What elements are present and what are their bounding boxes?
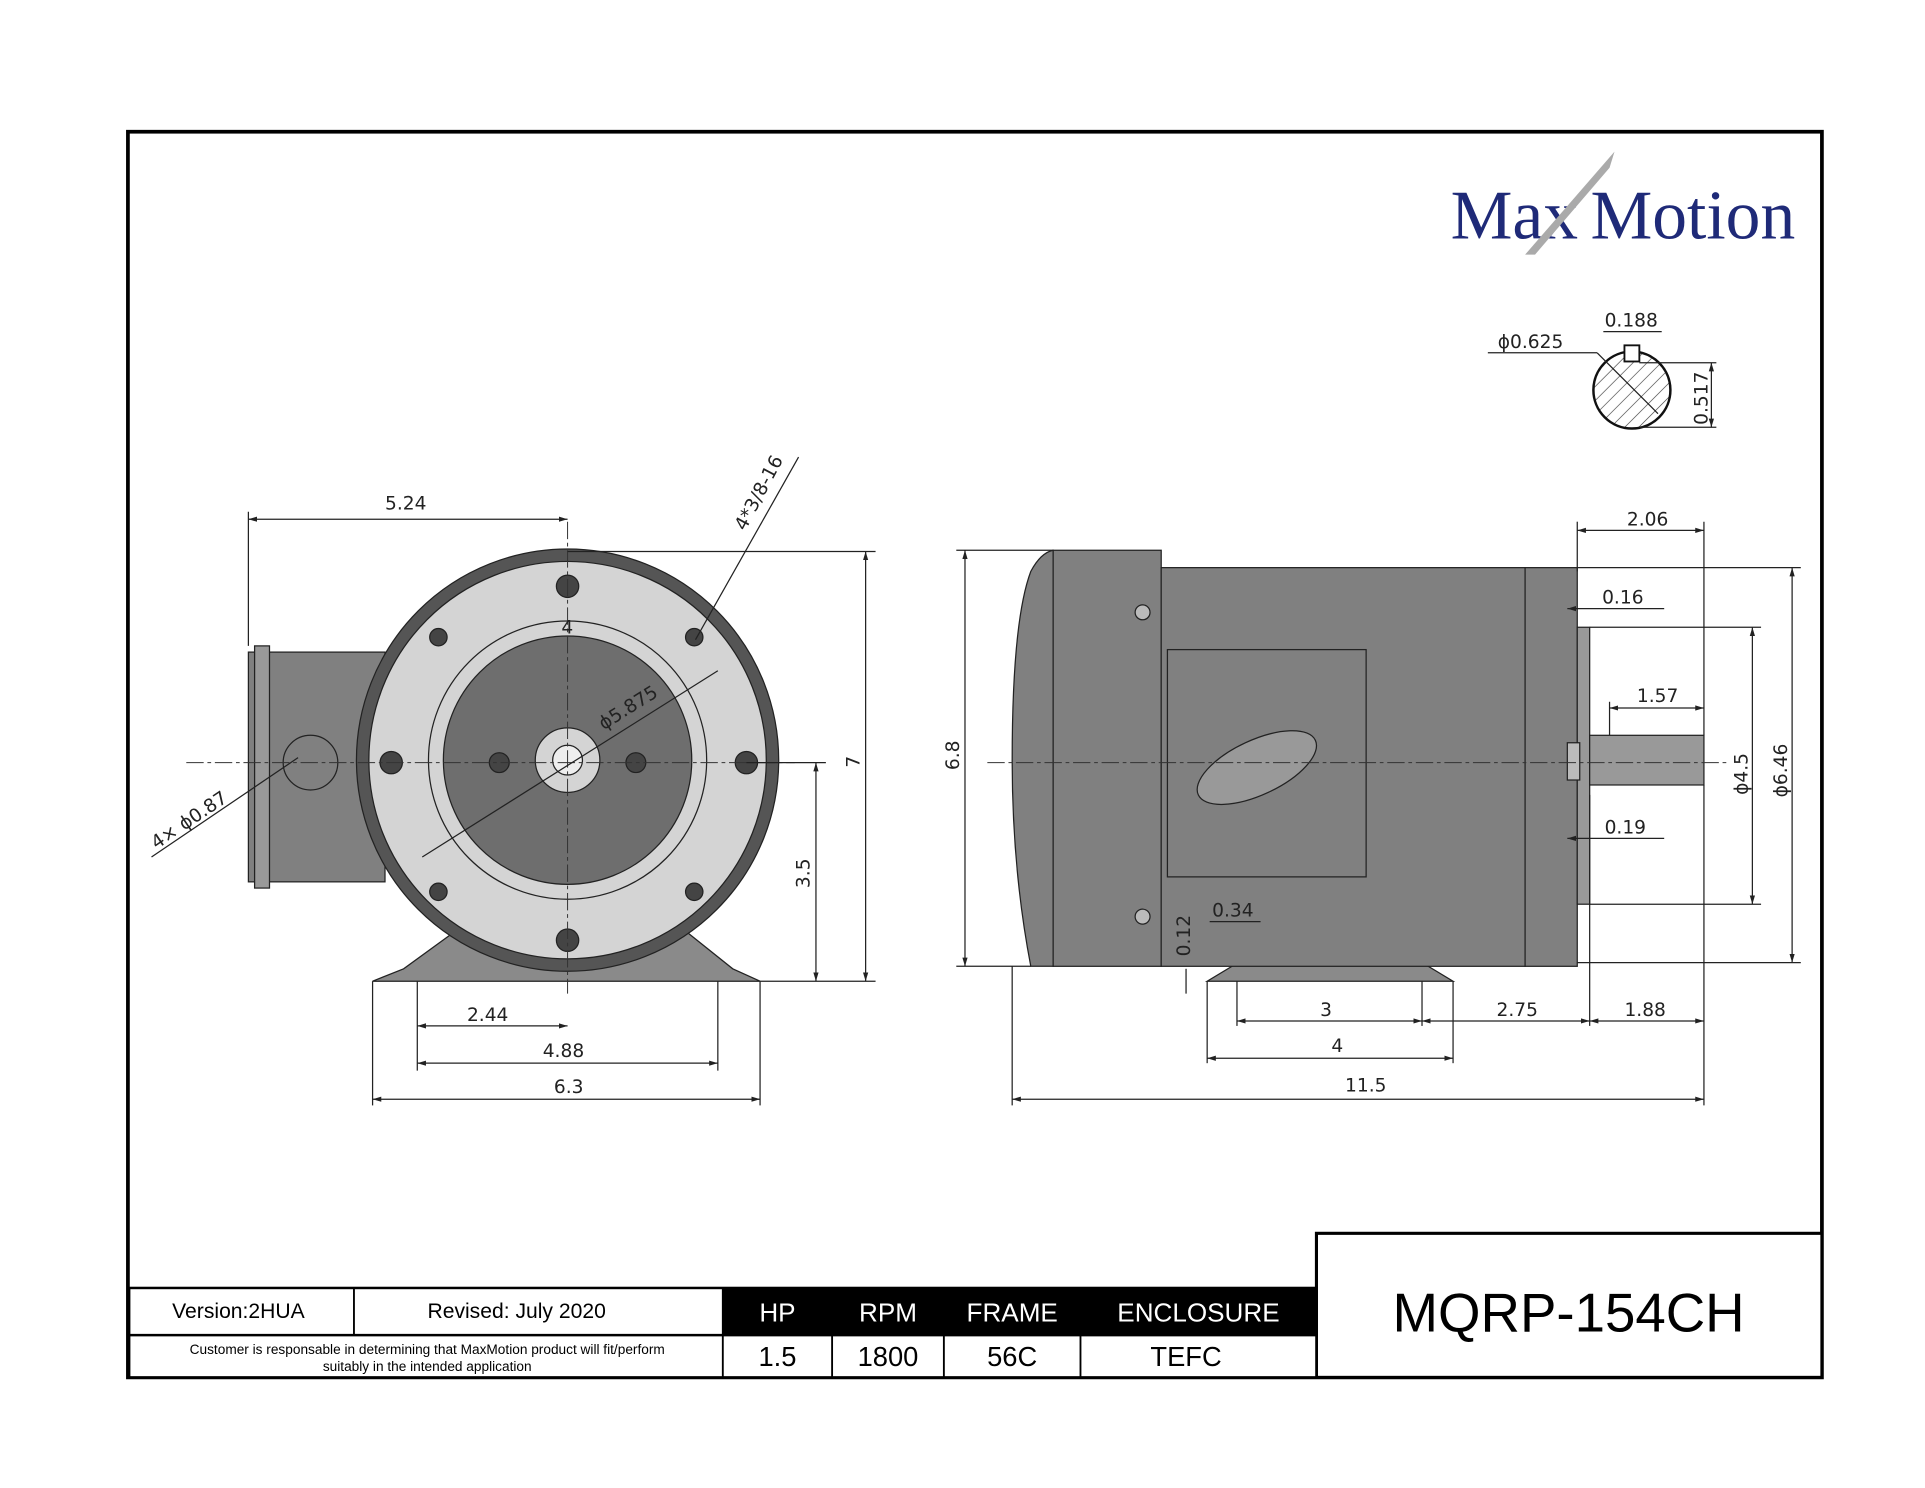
- side-view: 6.8 2.06 0.16 1.57 ϕ4.5 ϕ6.46 0.19 0.12 …: [943, 509, 1801, 1106]
- foot-thickness-label: 0.12: [1174, 915, 1195, 956]
- shaft-section-detail: ϕ0.625 0.188 0.517: [1487, 311, 1717, 430]
- version-label: Version:2HUA: [172, 1300, 306, 1323]
- value-hp: 1.5: [758, 1341, 796, 1372]
- foot-hole-spacing-label: 3: [1320, 1000, 1332, 1021]
- revised-label: Revised: July 2020: [427, 1300, 605, 1323]
- front-view: 5.24 4*3/8-16 ϕ5.875 4× ϕ0.87 4 7 3.5 2.…: [148, 452, 876, 1106]
- end-length-label: 2.06: [1627, 509, 1668, 530]
- shaft-height-label: 3.5: [794, 858, 815, 888]
- conduit-holes-label: 4× ϕ0.87: [148, 788, 232, 854]
- flange-diameter-label: ϕ6.46: [1771, 744, 1792, 798]
- front-width-label: 5.24: [385, 493, 426, 514]
- foot-length-label: 4: [1331, 1036, 1343, 1057]
- shaft-diameter-label: ϕ0.625: [1498, 332, 1564, 353]
- disclaimer-line1: Customer is responsable in determining t…: [190, 1342, 665, 1357]
- foot-to-shoulder-label: 2.75: [1497, 1000, 1538, 1021]
- disclaimer-line2: suitably in the intended application: [323, 1359, 532, 1374]
- value-frame: 56C: [987, 1341, 1037, 1372]
- header-hp: HP: [759, 1298, 795, 1328]
- flange-offset-label: 0.16: [1602, 588, 1643, 609]
- svg-text:MaxMotion: MaxMotion: [1451, 178, 1796, 255]
- shaft-extension-label: 1.88: [1624, 1000, 1665, 1021]
- front-height-label: 7: [843, 756, 864, 768]
- key-width-label: 0.188: [1605, 311, 1658, 332]
- center-mark-label: 4: [561, 617, 573, 638]
- tapped-holes-label: 4*3/8-16: [731, 452, 788, 534]
- pilot-diameter-label: ϕ4.5: [1731, 753, 1752, 795]
- header-frame: FRAME: [967, 1298, 1058, 1328]
- base-width-label: 6.3: [554, 1077, 584, 1098]
- header-enclosure: ENCLOSURE: [1117, 1298, 1279, 1328]
- half-foot-spacing-label: 2.44: [467, 1005, 508, 1026]
- side-height-label: 6.8: [943, 740, 964, 770]
- flange-thickness-label: 0.19: [1605, 817, 1646, 838]
- slot-width-label: 0.34: [1212, 901, 1253, 922]
- overall-length-label: 11.5: [1345, 1076, 1386, 1097]
- title-block: MQRP-154CH Version:2HUA Revised: July 20…: [127, 1231, 1824, 1379]
- key-depth-label: 0.517: [1692, 372, 1713, 425]
- value-enclosure: TEFC: [1150, 1341, 1221, 1372]
- header-rpm: RPM: [859, 1298, 917, 1328]
- shaft-length-label: 1.57: [1637, 686, 1678, 707]
- model-number: MQRP-154CH: [1393, 1282, 1745, 1343]
- value-rpm: 1800: [858, 1341, 919, 1372]
- foot-spacing-label: 4.88: [543, 1041, 584, 1062]
